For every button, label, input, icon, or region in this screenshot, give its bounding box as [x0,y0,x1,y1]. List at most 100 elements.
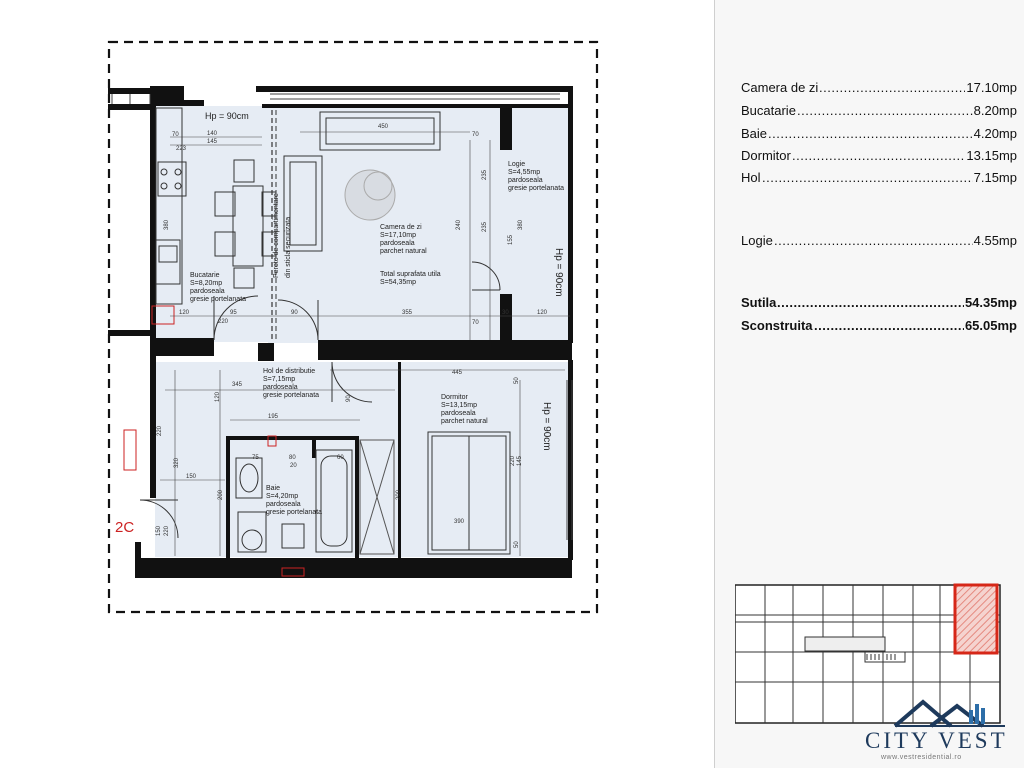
svg-text:50: 50 [514,541,520,548]
floor-plan: 2C Hp = 90cm Hp = 90cm Hp = 90cm Perete … [107,40,599,614]
svg-text:220: 220 [157,425,163,436]
svg-text:120: 120 [215,391,221,402]
svg-text:Dormitor: Dormitor [441,394,469,401]
svg-text:155: 155 [508,234,514,245]
svg-text:140: 140 [207,131,218,137]
svg-text:S=4,55mp: S=4,55mp [508,169,540,176]
svg-text:S=7,15mp: S=7,15mp [263,376,295,383]
dimension-lines [160,131,570,556]
svg-text:S=17,10mp: S=17,10mp [380,232,416,239]
svg-text:S=4,20mp: S=4,20mp [266,493,298,500]
svg-text:240: 240 [456,219,462,230]
svg-text:parchet natural: parchet natural [441,418,488,425]
area-value: 65.05mp [964,318,1017,333]
svg-text:145: 145 [207,139,218,145]
area-value: 54.35mp [964,295,1017,310]
area-label: Logie [741,233,773,248]
area-dot-leader: ........................................… [777,295,964,310]
svg-text:75: 75 [252,455,259,461]
svg-text:gresie portelanata: gresie portelanata [190,296,246,303]
svg-text:gresie portelanata: gresie portelanata [508,185,564,192]
room-label-camera: Camera de zi S=17,10mp pardoseala parche… [380,224,441,286]
svg-text:S=13,15mp: S=13,15mp [441,402,477,409]
area-value: 7.15mp [973,170,1017,185]
svg-text:Logie: Logie [508,161,525,168]
wall-note: din sticla securizata [285,217,292,278]
sofa [283,111,441,252]
svg-text:70: 70 [172,132,179,138]
svg-text:70: 70 [472,132,479,138]
height-label: Hp = 90cm [205,111,249,121]
area-dot-leader: ........................................… [814,318,964,333]
svg-text:390: 390 [454,519,465,525]
svg-text:145: 145 [517,455,523,466]
svg-text:90: 90 [291,310,298,316]
room-label-dormitor: Dormitor S=13,15mp pardoseala parchet na… [441,394,488,425]
svg-text:gresie portelanata: gresie portelanata [266,509,322,516]
area-label: Bucatarie [741,103,796,118]
svg-text:Baie: Baie [266,485,280,492]
window-lines [111,93,573,540]
area-dot-leader: ........................................… [774,233,973,248]
area-dot-leader: ........................................… [797,103,973,118]
svg-text:235: 235 [482,169,488,180]
room-label-baie: Baie S=4,20mp pardoseala gresie portelan… [266,485,322,516]
building-key-plan [735,583,1001,724]
svg-text:150: 150 [156,525,162,536]
city-vest-logo: CITY VEST www.vestresidential.ro [855,690,1024,768]
svg-text:pardoseala: pardoseala [508,177,543,184]
svg-text:380: 380 [164,219,170,230]
svg-text:pardoseala: pardoseala [263,384,298,391]
area-label: Baie [741,126,768,141]
city-vest-logo-icon [893,699,1005,728]
svg-text:345: 345 [232,382,243,388]
svg-text:450: 450 [378,124,389,130]
svg-text:50: 50 [514,377,520,384]
svg-text:355: 355 [402,310,413,316]
plan-outline [107,40,599,614]
svg-text:S=8,20mp: S=8,20mp [190,280,222,287]
area-dot-leader: ........................................… [792,148,965,163]
svg-text:Hol de distributie: Hol de distributie [263,368,315,375]
area-label: Sutila [741,295,777,310]
svg-text:200: 200 [218,489,224,500]
area-dot-leader: ........................................… [768,126,973,141]
area-panel: Camera de zi............................… [714,0,1024,768]
area-value: 4.55mp [973,233,1017,248]
bathroom-fixtures [235,449,353,553]
walls [108,86,573,578]
area-label: Hol [741,170,761,185]
svg-text:pardoseala: pardoseala [266,501,301,508]
area-label: Dormitor [741,148,791,163]
svg-text:445: 445 [452,370,463,376]
svg-text:70: 70 [472,320,479,326]
dimension-labels: 140 145 223 450 380 240 235 235 380 155 … [156,124,548,548]
kitchen-fixtures [155,107,187,305]
svg-text:parchet natural: parchet natural [380,248,427,255]
area-value: 13.15mp [966,148,1017,163]
svg-text:220: 220 [510,455,516,466]
svg-text:Total suprafata utila: Total suprafata utila [380,271,441,278]
logo-tagline: www.vestresidential.ro [881,754,962,761]
height-label: Hp = 90cm [553,248,564,297]
radiators [123,305,305,577]
svg-text:220: 220 [218,319,229,325]
svg-text:90: 90 [346,395,352,402]
svg-text:80: 80 [289,455,296,461]
svg-text:95: 95 [230,310,237,316]
svg-text:223: 223 [176,146,187,152]
svg-text:20: 20 [290,463,297,469]
svg-text:120: 120 [179,310,190,316]
area-value: 17.10mp [966,80,1017,95]
highlighted-unit [953,583,999,655]
logo-name: CITY VEST [865,728,1008,753]
svg-text:195: 195 [268,414,279,420]
svg-text:gresie portelanata: gresie portelanata [263,392,319,399]
area-value: 4.20mp [973,126,1017,141]
wall-note: Perete de compartimentare [273,193,280,278]
svg-text:380: 380 [518,219,524,230]
area-label: Sconstruita [741,318,813,333]
door-swings [139,261,501,539]
height-label: Hp = 90cm [541,402,552,451]
svg-text:pardoseala: pardoseala [441,410,476,417]
